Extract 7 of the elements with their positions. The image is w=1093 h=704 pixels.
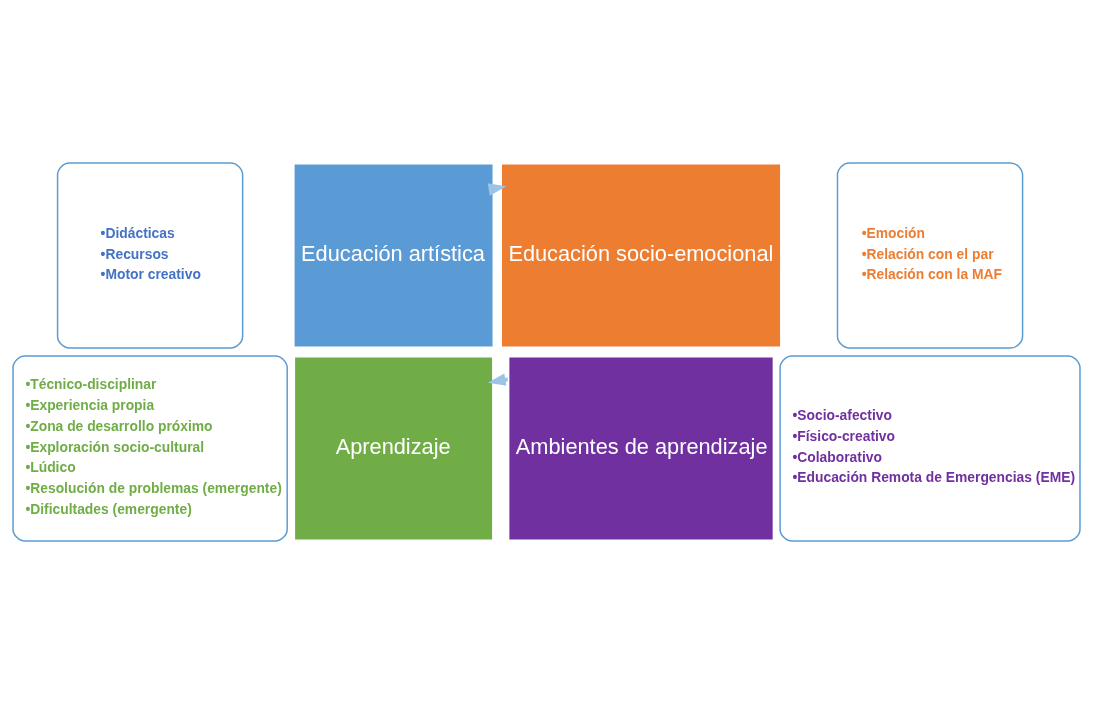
node-box: Aprendizaje bbox=[292, 354, 496, 543]
node-box: Ambientes de aprendizaje bbox=[506, 354, 776, 543]
node-box: •Socio-afectivo •Físico-creativo •Colaborativo •Educación Remota de Emergencias (EME) bbox=[779, 355, 1081, 542]
node-box: •Didácticas •Recursos •Motor creativo bbox=[56, 162, 244, 349]
node-box: •Técnico-disciplinar •Experiencia propia •Zona de desarrollo próximo •Exploración socio-cultural •Lúdico •Resolución de problemas (emergente) •Dificultades (emergente) bbox=[12, 355, 288, 542]
node-box: •Emoción •Relación con el par •Relación con la MAF bbox=[836, 162, 1024, 349]
node-box: Educación socio-emocional bbox=[499, 161, 784, 350]
